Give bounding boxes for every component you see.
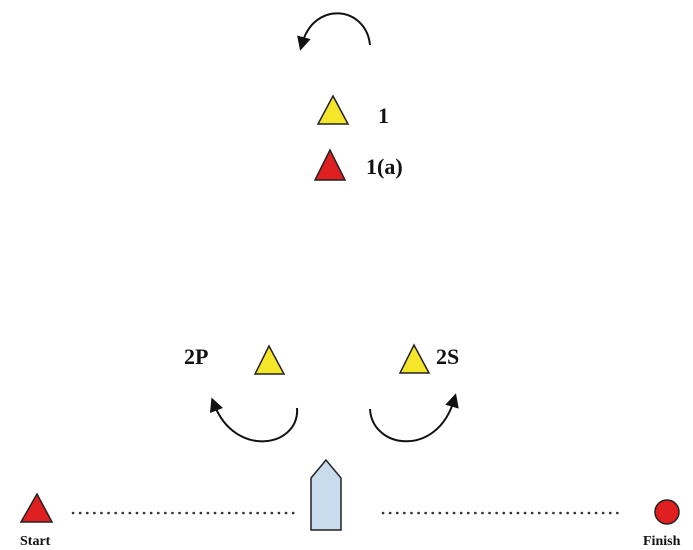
mark-2s-label: 2S	[436, 344, 459, 369]
mark-2s-triangle-icon	[398, 343, 431, 374]
mark-1a-triangle-icon	[313, 148, 347, 181]
finish-circle-icon	[654, 499, 680, 525]
mark-2p-label: 2P	[184, 344, 208, 369]
finish-label: Finish	[643, 534, 681, 549]
left-rotation-arrow-icon	[209, 397, 299, 443]
mark-1a-label: 1(a)	[366, 154, 403, 179]
right-rotation-arrow-icon	[369, 393, 459, 443]
boat-icon	[310, 458, 342, 531]
start-triangle-icon	[19, 492, 54, 523]
start-label: Start	[20, 534, 51, 549]
mark-1-label: 1	[378, 103, 389, 128]
mark-1-triangle-icon	[316, 94, 350, 125]
top-rotation-arrow-icon	[297, 12, 371, 51]
mark-2p-triangle-icon	[253, 344, 286, 375]
